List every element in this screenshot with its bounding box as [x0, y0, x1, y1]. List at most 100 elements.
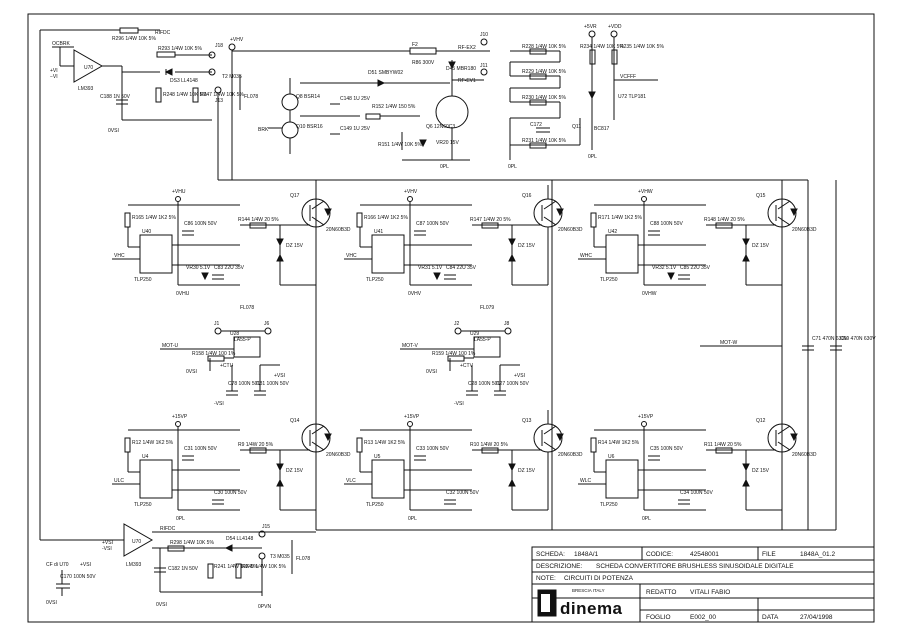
vcc-u72: +5VR	[584, 24, 597, 30]
igbt-part: 20N60B3D	[792, 452, 817, 458]
driver-gnd: 0VHV	[408, 291, 422, 297]
r151-label: R151 1/4W 10K 5%	[378, 142, 422, 148]
r234-label: R234 1/4W 10K 5%	[580, 44, 624, 50]
driver-signal: WLC	[580, 478, 592, 484]
j13-label: J13	[215, 98, 223, 104]
driver-input-resistor: R13 1/4W 1K2 5%	[364, 440, 406, 446]
u70-plus-bottom: +VSI	[102, 540, 113, 546]
opto-part: TLP250	[366, 502, 384, 508]
driver-cap2: C34 100N 50V	[680, 490, 713, 496]
driver-input-resistor: R171 1/4W 1K2 5%	[598, 215, 642, 221]
c71-label: C71 470N 630V	[812, 336, 848, 342]
sensor-j1: J2	[454, 321, 460, 327]
igbt-part: 20N60B3D	[792, 227, 817, 233]
vsi-top: 0VSI	[108, 128, 119, 134]
sheet-border	[27, 13, 875, 623]
r247-label: R247 1/4W 10K 5%	[200, 92, 244, 98]
q6-label: Q6 12N60C3	[426, 124, 455, 130]
logo-sub: BRESCIA ITALY	[572, 588, 605, 593]
opto-ref: U40	[142, 229, 151, 235]
driver-zener: DZ 15V	[752, 468, 770, 474]
c188-label: C188 1N 50V	[100, 94, 131, 100]
u72-label: U72 TLP181	[618, 94, 646, 100]
rf-ex2-label: RF-EX2	[458, 45, 476, 51]
igbt-ref: Q13	[522, 418, 532, 424]
motw-label: MOT-W	[720, 340, 737, 346]
driver-zener: DZ 15V	[286, 468, 304, 474]
driver-cap2: C83 22U 35V	[214, 265, 245, 271]
driver-zener: DZ 15V	[518, 243, 536, 249]
sensor-part: LA55-P	[474, 337, 491, 343]
opto-part: TLP250	[600, 502, 618, 508]
sensor-resistor: R159 1/4W 100 1%	[432, 351, 476, 357]
hall-sensor	[473, 336, 501, 358]
d54-label: D54 LL4148	[226, 536, 253, 542]
c172-label: C172	[530, 122, 542, 128]
sensor-c1: C28 100N 50V	[468, 381, 501, 387]
sensor-part: LA55-P	[234, 337, 251, 343]
top-comparator-block: U70 LM393 +VI −VI OCBRK RIFDC R296 1/4W …	[39, 27, 808, 540]
driver-cap: C33 100N 50V	[416, 446, 449, 452]
brake-driver-block: +VHV Q8 BSR14 Q10 BSR16 BRK C148 1U 25V …	[228, 32, 490, 180]
descrizione-value: SCHEDA CONVERTITORE BRUSHLESS SINUSOIDAL…	[596, 563, 794, 570]
opto-part: TLP250	[600, 277, 618, 283]
f2-label: F2	[412, 42, 418, 48]
c69-label: C69 470N 630V	[840, 336, 876, 342]
opto-ref: U6	[608, 454, 615, 460]
driver-gnd: 0PL	[408, 516, 417, 522]
c148-label: C148 1U 25V	[340, 96, 371, 102]
igbt-ref: Q16	[522, 193, 532, 199]
driver-vr: VR31 5.1V	[418, 265, 443, 271]
driver-rail: +15VP	[404, 414, 420, 420]
sensor-vp: +VSI	[274, 373, 285, 379]
opto-ref: U5	[374, 454, 381, 460]
sensor-c2: C81 100N 50V	[256, 381, 289, 387]
rifdc-bottom: RIFDC	[160, 526, 176, 532]
opto-ref: U42	[608, 229, 617, 235]
driver-gate-resistor: R10 1/4W 20 5%	[470, 442, 508, 448]
opto-ref: U4	[142, 454, 149, 460]
scheda-label: SCHEDA:	[536, 551, 565, 558]
t3-label: T3 M035	[270, 554, 290, 560]
driver-cap: C86 100N 50V	[184, 221, 217, 227]
j15-label: J15	[262, 524, 270, 530]
vhv-top: +VHV	[230, 37, 244, 43]
opto-coupler	[371, 234, 405, 274]
q10-label: Q10 BSR16	[296, 124, 323, 130]
driver-gate-resistor: R147 1/4W 20 5%	[470, 217, 511, 223]
gnd-ladder: 0PL	[508, 164, 517, 170]
u70-minus-bottom: -VSI	[102, 546, 112, 552]
sensor-gnd: 0VSI	[186, 369, 197, 375]
opto-part: TLP250	[366, 277, 384, 283]
sensor-gnd: 0VSI	[426, 369, 437, 375]
driver-gate-resistor: R11 1/4W 20 5%	[704, 442, 742, 448]
opto-u72-block: +5VR +VDD R234 1/4W 10K 5% R235 1/4W 10K…	[580, 24, 664, 160]
logo-text: dinema	[560, 599, 623, 618]
opto-part: TLP250	[134, 277, 152, 283]
r296-label: R296 1/4W 10K 5%	[112, 36, 156, 42]
igbt	[533, 423, 563, 453]
driver-gnd: 0VHW	[642, 291, 657, 297]
igbt-ref: Q15	[756, 193, 766, 199]
r230-label: R230 1/4W 10K 5%	[522, 95, 566, 101]
fl078-top: FL078	[244, 94, 258, 100]
driver-cap2: C84 22U 35V	[446, 265, 477, 271]
fl078-bottom: FL078	[296, 556, 310, 562]
driver-rail: +VHV	[404, 189, 418, 195]
driver-zener: DZ 15V	[286, 243, 304, 249]
igbt-ref: Q17	[290, 193, 300, 199]
igbt-part: 20N60B3D	[558, 452, 583, 458]
driver-cap2: C32 100N 50V	[446, 490, 479, 496]
r293-label: R293 1/4W 10K 5%	[158, 46, 202, 52]
driver-input-resistor: R165 1/4W 1K2 5%	[132, 215, 176, 221]
r298-label: R298 1/4W 10K 5%	[170, 540, 214, 546]
driver-rail: +VHU	[172, 189, 186, 195]
r229-label: R229 1/4W 10K 5%	[522, 69, 566, 75]
data-value: 27/04/1998	[800, 614, 833, 621]
